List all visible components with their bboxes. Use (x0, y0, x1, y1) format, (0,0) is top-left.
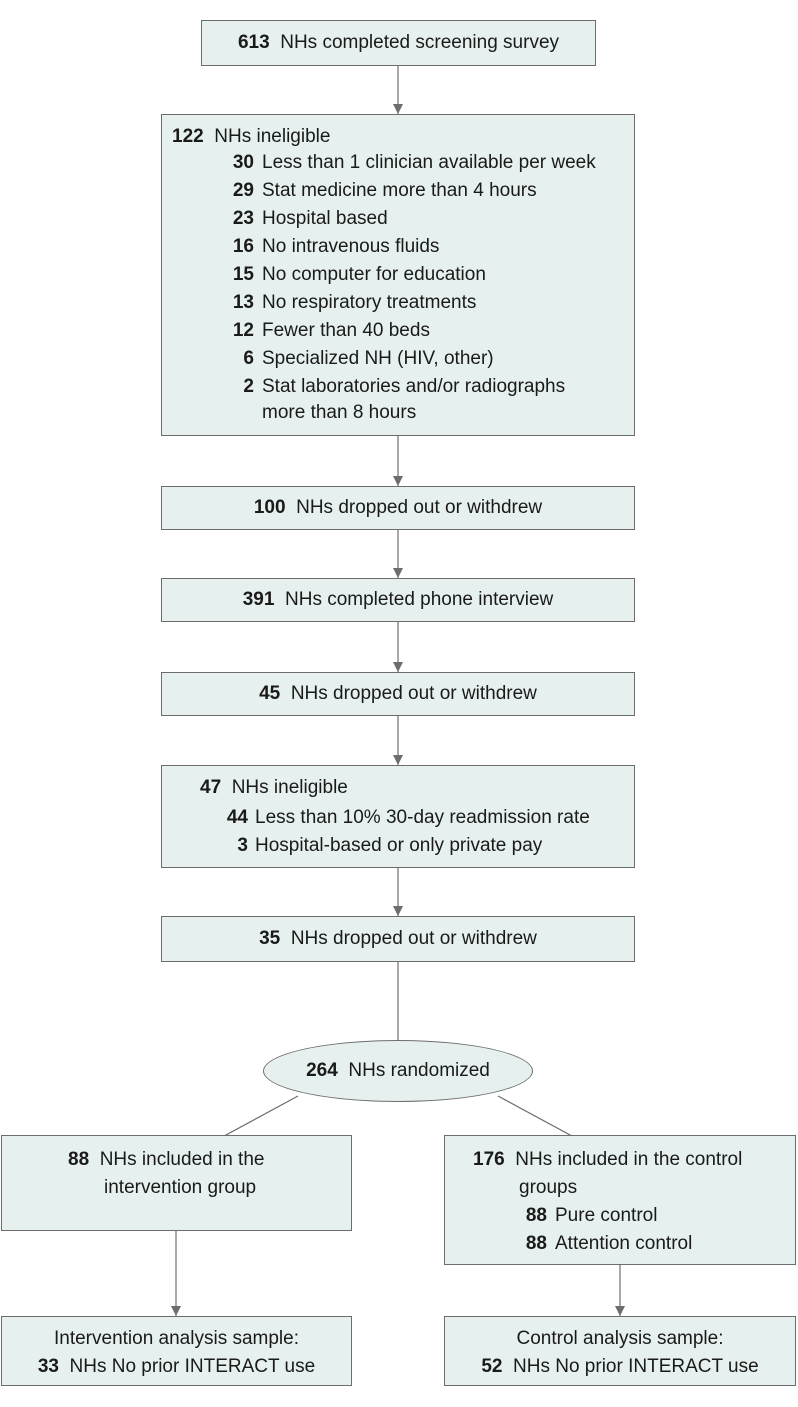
ineligible-1-reasons: 30 Less than 1 clinician available per w… (162, 115, 634, 435)
box-dropout-3: 35 NHs dropped out or withdrew (161, 916, 635, 962)
reason-count: 6 (243, 348, 254, 369)
intervention-text: NHs included in the (99, 1149, 265, 1170)
randomized-count: 264 (306, 1060, 338, 1081)
box-dropout-1: 100 NHs dropped out or withdrew (161, 486, 635, 530)
reason-count: 3 (237, 835, 248, 856)
reason-text: No intravenous fluids (262, 236, 440, 257)
reason-count: 13 (232, 292, 254, 313)
intervention-count: 88 (68, 1149, 90, 1170)
reason-text: Stat medicine more than 4 hours (262, 180, 537, 201)
screening-text: NHs completed screening survey (280, 32, 560, 53)
arm-text: Pure control (555, 1205, 658, 1226)
reason-text: Fewer than 40 beds (262, 320, 430, 341)
oval-randomized: 264 NHs randomized (263, 1040, 533, 1102)
intervention-sample-title: Intervention analysis sample: (53, 1328, 299, 1349)
dropout-3-count: 35 (259, 928, 281, 949)
dropout-2-count: 45 (259, 683, 281, 704)
dropout-1-count: 100 (253, 497, 286, 518)
dropout-3-text: NHs dropped out or withdrew (290, 928, 537, 949)
reason-count: 44 (226, 807, 248, 828)
box-control-groups: 176 NHs included in the control groups 8… (444, 1135, 796, 1265)
arm-count: 88 (525, 1205, 547, 1226)
reason-count: 15 (232, 264, 254, 285)
box-intervention-sample: Intervention analysis sample: 33 NHs No … (1, 1316, 352, 1386)
reason-text: Specialized NH (HIV, other) (262, 348, 494, 369)
dropout-2-text: NHs dropped out or withdrew (290, 683, 537, 704)
ineligible-2-count: 47 (200, 777, 222, 798)
reason-count: 23 (232, 208, 254, 229)
box-ineligible-1: 122 NHs ineligible 30 Less than 1 clinic… (161, 114, 635, 436)
reason-text: Less than 1 clinician available per week (262, 152, 596, 173)
control-text-line2: groups (519, 1177, 578, 1198)
reason-text-line2: more than 8 hours (262, 402, 417, 423)
intervention-sample-count: 33 (37, 1356, 59, 1377)
intervention-text-line2: intervention group (104, 1177, 257, 1198)
intervention-sample-text: NHs No prior INTERACT use (69, 1356, 316, 1377)
ineligible-1-count: 122 (172, 126, 204, 147)
reason-text: Stat laboratories and/or radiographs (262, 376, 566, 397)
reason-text: No respiratory treatments (262, 292, 477, 313)
reason-text: No computer for education (262, 264, 486, 285)
control-count: 176 (473, 1149, 505, 1170)
box-dropout-2: 45 NHs dropped out or withdrew (161, 672, 635, 716)
box-screening: 613 NHs completed screening survey (201, 20, 596, 66)
ineligible-1-text: NHs ineligible (214, 126, 331, 147)
box-ineligible-2: 47 NHs ineligible 44 Less than 10% 30-da… (161, 765, 635, 868)
box-phone-interview: 391 NHs completed phone interview (161, 578, 635, 622)
control-sample-count: 52 (481, 1356, 503, 1377)
arm-count: 88 (525, 1233, 547, 1254)
reason-count: 2 (243, 376, 254, 397)
dropout-1-text: NHs dropped out or withdrew (296, 497, 543, 518)
reason-text: Hospital-based or only private pay (255, 835, 543, 856)
reason-count: 16 (232, 236, 254, 257)
reason-count: 12 (232, 320, 254, 341)
box-intervention-group: 88 NHs included in the intervention grou… (1, 1135, 352, 1231)
reason-text: Hospital based (262, 208, 388, 229)
phone-text: NHs completed phone interview (285, 589, 554, 610)
control-text: NHs included in the control (515, 1149, 743, 1170)
arm-text: Attention control (555, 1233, 693, 1254)
phone-count: 391 (242, 589, 275, 610)
box-control-sample: Control analysis sample: 52 NHs No prior… (444, 1316, 796, 1386)
control-sample-text: NHs No prior INTERACT use (513, 1356, 759, 1377)
reason-text: Less than 10% 30-day readmission rate (255, 807, 590, 828)
ineligible-2-text: NHs ineligible (231, 777, 348, 798)
screening-count: 613 (237, 32, 270, 53)
control-sample-title: Control analysis sample: (516, 1328, 724, 1349)
reason-count: 30 (232, 152, 254, 173)
randomized-text: NHs randomized (348, 1060, 490, 1081)
reason-count: 29 (232, 180, 254, 201)
